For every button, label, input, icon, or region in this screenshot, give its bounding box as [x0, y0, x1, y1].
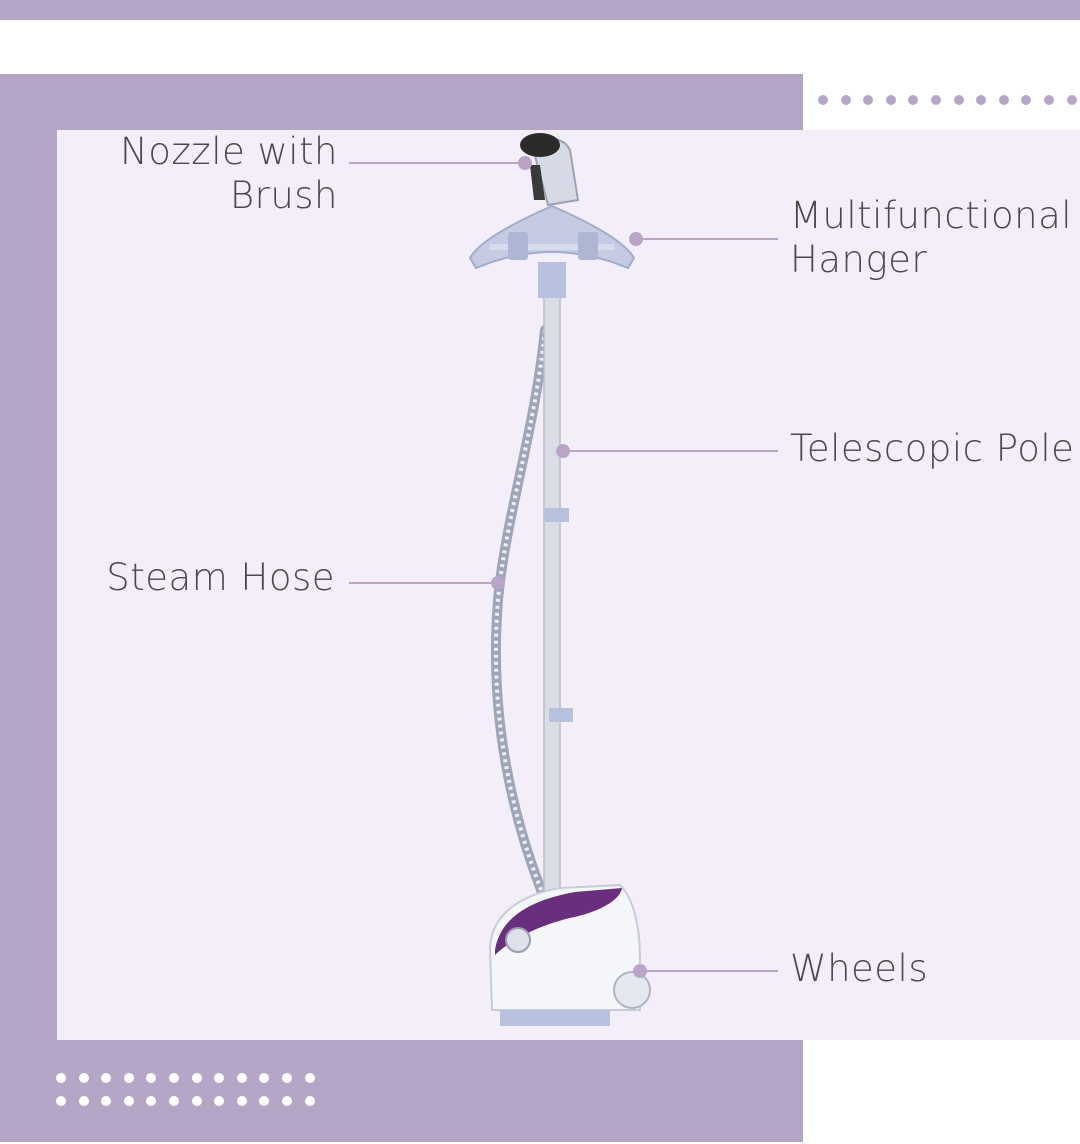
label-nozzle: Nozzle with Brush [120, 130, 338, 217]
top-band [0, 0, 1080, 20]
label-wheels: Wheels [790, 947, 929, 990]
multifunctional-hanger [468, 204, 636, 298]
decorative-dots-top [818, 95, 1080, 105]
telescopic-pole [543, 294, 561, 906]
label-hanger: Multifunctional Hanger [790, 194, 1073, 281]
leader-lines [349, 156, 778, 978]
steam-hose [490, 325, 550, 905]
wheel [613, 971, 651, 1009]
decorative-dots-bottom [56, 1073, 327, 1106]
nozzle-with-brush [520, 133, 580, 207]
label-pole: Telescopic Pole [790, 427, 1075, 470]
steamer-base [488, 883, 651, 1026]
label-hose: Steam Hose [106, 556, 335, 599]
